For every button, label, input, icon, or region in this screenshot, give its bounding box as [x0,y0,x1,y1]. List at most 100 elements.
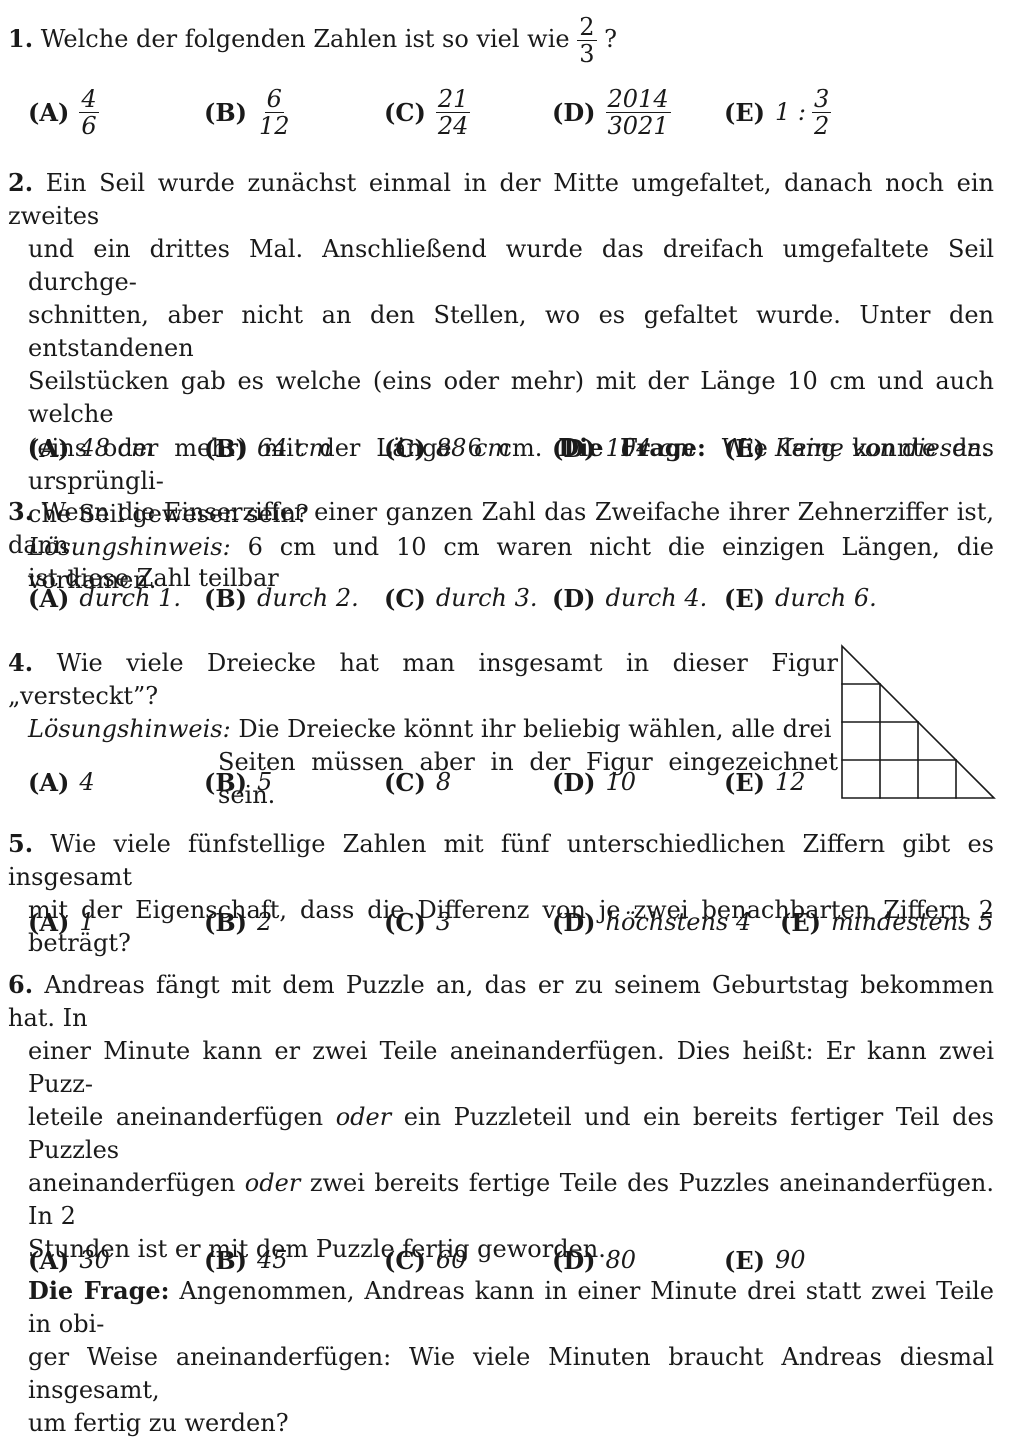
option-b[interactable]: (B)5 [204,762,272,802]
option-value: durch 3. [435,584,538,612]
option-e[interactable]: (E)mindestens 5 [780,902,993,942]
denominator: 6 [81,111,97,140]
option-e[interactable]: (E)Keine von diesen. [724,428,989,468]
problem-text: Welche der folgenden Zahlen ist so viel … [40,25,570,53]
option-label: (B) [204,583,247,613]
option-a[interactable]: (A)30 [28,1240,110,1280]
option-a[interactable]: (A)durch 1. [28,578,181,618]
option-value: durch 2. [257,584,359,612]
option-label: (B) [204,1245,247,1275]
option-b[interactable]: (B)2 [204,902,272,942]
option-label: (C) [384,433,426,463]
option-value: 60 [435,1246,467,1274]
option-c[interactable]: (C)60 [384,1240,466,1280]
problem-4: 4. Wie viele Dreiecke hat man insgesamt … [8,646,838,812]
hint-line: Lösungshinweis: Die Dreiecke könnt ihr b… [8,713,838,746]
option-value: 80 [605,1246,637,1274]
hint-text: Seiten müssen aber in der Figur eingezei… [218,748,838,809]
option-value: 1 [79,908,95,936]
option-a[interactable]: (A)4 [28,762,95,802]
question-mark: ? [604,25,618,53]
answer-options-3: (A)durch 1. (B) durch 2. (C) durch 3. (D)d… [28,578,988,618]
option-value: höchstens 4 [605,908,752,936]
problem-text: (eins oder mehr) mit der Länge 6 cm. [28,434,543,462]
option-label: (E) [724,1245,766,1275]
option-a[interactable]: (A) 1 [28,902,95,942]
denominator: 2 [814,111,830,140]
option-d[interactable]: (D) höchstens 4 [552,902,751,942]
numerator: 3 [812,84,832,113]
problem-text: und ein drittes Mal. Anschließend wurde … [28,235,994,296]
option-value: 5 [257,768,273,796]
option-d[interactable]: (D) 104 cm [552,428,695,468]
option-b[interactable]: (B)45 [204,1240,288,1280]
option-label: (A) [28,1245,70,1275]
option-label: (B) [204,97,247,127]
text-line: 5. Wie viele fünfstellige Zahlen mit fün… [8,827,994,894]
option-label: (E) [724,583,766,613]
option-e[interactable]: (E)12 [724,762,806,802]
option-value: 8 [435,768,452,796]
option-label: (C) [384,583,426,613]
option-b[interactable]: (B) durch 2. [204,578,359,618]
question-text: che Seil gewesen sein? [28,500,309,528]
emphasis-oder: oder [244,1169,301,1197]
problem-number: 2. [8,168,34,197]
worksheet-page: 1. Welche der folgenden Zahlen ist so vi… [8,13,996,1437]
option-a[interactable]: (A)48 cm [28,428,154,468]
option-label: (D) [552,433,596,463]
option-c[interactable]: (C)8 [384,762,451,802]
option-d[interactable]: (D)10 [552,762,636,802]
option-label: (A) [28,907,70,937]
option-e[interactable]: (E)durch 6. [724,578,877,618]
problem-number: 4. [8,648,34,677]
option-label: (E) [724,433,766,463]
text-line: aneinanderfügen oder zwei bereits fertig… [8,1167,994,1233]
question-label: Die Frage: [558,433,706,462]
option-d[interactable]: (D)durch 4. [552,578,707,618]
answer-options-4: (A)4 (B)5 (C)8 (D)10 (E)12 [28,762,848,802]
problem-text: Andreas fängt mit dem Puzzle an, das er … [8,971,994,1032]
problem-text: Wie viele fünfstellige Zahlen mit fünf u… [8,830,994,891]
problem-text: mit der Eigenschaft, dass die Differenz … [28,896,994,957]
problem-text: Wenn die Einserziffer einer ganzen Zahl … [8,498,994,559]
option-c[interactable]: (C) durch 3. [384,578,538,618]
option-label: (C) [384,907,426,937]
problem-text: leteile aneinanderfügen [28,1103,324,1131]
option-value: durch 4. [605,584,708,612]
denominator: 12 [259,111,290,140]
problem-text: ist diese Zahl teilbar [28,564,279,592]
option-value: 104 cm [605,434,696,462]
option-e[interactable]: (E)90 [724,1240,806,1280]
option-c[interactable]: (C)88 cm [384,428,510,468]
problem-text: ein Puzzleteil und ein bereits fertiger … [28,1103,994,1164]
text-line: 4. Wie viele Dreiecke hat man insgesamt … [8,646,838,713]
hint-line: Lösungshinweis: 6 cm und 10 cm waren nic… [8,531,994,597]
numerator: 21 [435,84,471,113]
option-label: (D) [552,907,596,937]
option-label: (B) [204,433,247,463]
answer-options-6: (A)30 (B)45 (C)60 (D) 80 (E)90 [28,1240,988,1280]
numerator: 2 [577,13,597,41]
question-text: Angenommen, Andreas kann in einer Minute… [28,1277,995,1338]
option-label: (E) [780,907,822,937]
option-d[interactable]: (D) 80 [552,1240,636,1280]
option-b[interactable]: (B)64 cm [204,428,331,468]
hint-text: Die Dreiecke könnt ihr beliebig wählen, … [238,715,832,743]
problem-text: schnitten, aber nicht an den Stellen, wo… [28,301,994,362]
problem-number: 3. [8,497,34,526]
option-label: (D) [552,1245,596,1275]
option-c[interactable]: (C)3 [384,902,451,942]
option-label: (D) [552,97,596,127]
problem-number: 6. [8,970,34,999]
denominator: 3021 [607,111,669,140]
